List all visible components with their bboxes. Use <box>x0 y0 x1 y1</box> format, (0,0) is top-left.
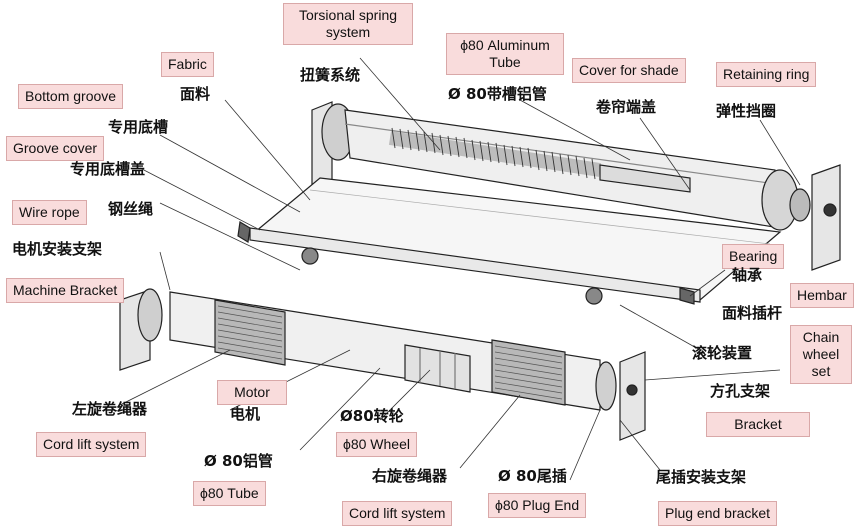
zh-hembar: 面料插杆 <box>722 304 783 322</box>
label-bearing: Bearing <box>722 244 785 269</box>
zh-wire-rope: 钢丝绳 <box>108 200 154 218</box>
zh-fabric: 面料 <box>180 85 211 103</box>
label-cord-lift-left: Cord lift system <box>36 432 147 457</box>
label-plug-end-bracket: Plug end bracket <box>658 501 778 526</box>
lower-tube-assembly <box>119 288 646 441</box>
zh-machine-bracket: 电机安装支架 <box>12 240 103 258</box>
zh-torsional-spring: 扭簧系统 <box>300 66 361 84</box>
zh-motor: 电机 <box>230 405 261 423</box>
label-aluminum-tube: ϕ80 Aluminum Tube <box>446 33 564 75</box>
label-tube: ϕ80 Tube <box>193 481 266 506</box>
label-machine-bracket: Machine Bracket <box>6 278 125 303</box>
leader-lines <box>119 57 801 481</box>
label-plug-end: ϕ80 Plug End <box>488 493 587 518</box>
label-retaining-ring: Retaining ring <box>716 62 817 87</box>
bottom-groove-bar <box>237 221 701 305</box>
label-motor: Motor <box>217 380 287 405</box>
label-hembar: Hembar <box>790 283 854 308</box>
zh-bearing: 轴承 <box>732 266 763 284</box>
zh-plug-end-bracket: 尾插安装支架 <box>656 468 747 486</box>
zh-groove-cover: 专用底槽盖 <box>70 160 146 178</box>
torsional-spring-coil <box>388 127 602 180</box>
label-bracket: Bracket <box>706 412 810 437</box>
label-cord-lift-right: Cord lift system <box>342 501 453 526</box>
zh-chain-wheel: 滚轮装置 <box>692 344 753 362</box>
zh-bottom-groove: 专用底槽 <box>108 118 169 136</box>
zh-retaining-ring: 弹性挡圈 <box>716 102 777 120</box>
label-chain-wheel: Chain wheel set <box>790 325 852 384</box>
label-bottom-groove: Bottom groove <box>18 84 124 109</box>
zh-wheel: Ø80转轮 <box>340 407 404 425</box>
zh-bracket: 方孔支架 <box>710 382 771 400</box>
label-wire-rope: Wire rope <box>12 200 87 225</box>
zh-plug-end: Ø 80尾插 <box>498 467 567 485</box>
label-fabric: Fabric <box>161 52 214 77</box>
zh-cord-lift-right: 右旋卷绳器 <box>372 467 448 485</box>
zh-cord-lift-left: 左旋卷绳器 <box>72 400 148 418</box>
upper-tube-assembly <box>311 101 841 271</box>
label-torsional-spring: Torsional spring system <box>283 3 413 45</box>
label-cover-shade: Cover for shade <box>572 58 686 83</box>
label-wheel: ϕ80 Wheel <box>336 432 417 457</box>
label-groove-cover: Groove cover <box>6 136 105 161</box>
zh-cover-shade: 卷帘端盖 <box>596 98 657 116</box>
zh-tube: Ø 80铝管 <box>204 452 273 470</box>
zh-aluminum-tube: Ø 80带槽铝管 <box>448 85 547 103</box>
